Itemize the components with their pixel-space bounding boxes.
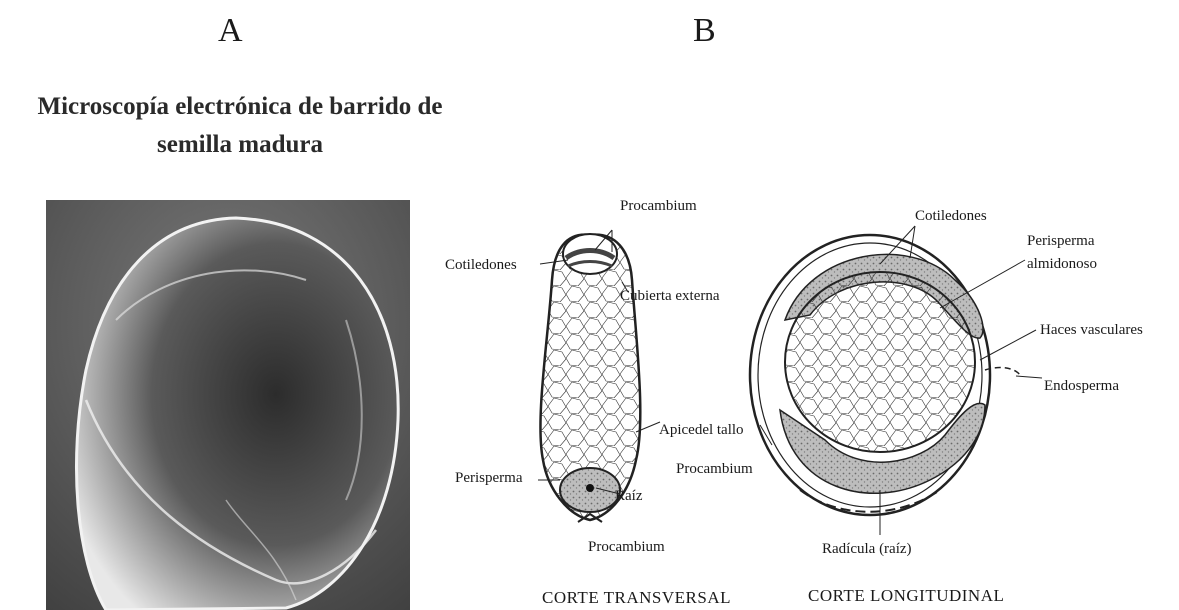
label-perisperma-transversal: Perisperma (455, 470, 523, 486)
panel-a-letter: A (218, 12, 243, 50)
longitudinal-section: Cotiledones Perisperma almidonoso Haces … (676, 208, 1143, 605)
caption-corte-transversal: CORTE TRANSVERSAL (542, 588, 731, 607)
sem-seed-image (46, 200, 410, 610)
sem-seed-micrograph (46, 200, 410, 610)
label-endosperma: Endosperma (1044, 378, 1119, 394)
label-apice-tallo: Apicedel tallo (659, 422, 744, 438)
label-haces-vasculares: Haces vasculares (1040, 322, 1143, 338)
seed-section-diagram: Procambium Cotiledones Cubierta externa … (440, 190, 1179, 610)
label-cubierta-externa: Cubierta externa (620, 288, 720, 304)
transverse-section: Procambium Cotiledones Cubierta externa … (445, 198, 744, 607)
panel-a-title-line1: Microscopía electrónica de barrido de (0, 88, 480, 126)
panel-b-letter: B (693, 12, 716, 50)
panel-a-title: Microscopía electrónica de barrido de se… (0, 88, 480, 164)
label-procambium-longitudinal: Procambium (676, 461, 753, 477)
label-procambium-bottom: Procambium (588, 539, 665, 555)
label-raiz: Raíz (615, 488, 643, 504)
label-radicula: Radícula (raíz) (822, 541, 912, 557)
label-perisperma-1: Perisperma (1027, 233, 1095, 249)
label-cotiledones-longitudinal: Cotiledones (915, 208, 987, 224)
caption-corte-longitudinal: CORTE LONGITUDINAL (808, 586, 1004, 605)
label-cotiledones-transversal: Cotiledones (445, 257, 517, 273)
label-perisperma-2: almidonoso (1027, 256, 1097, 272)
panel-a-title-line2: semilla madura (0, 126, 480, 164)
label-procambium-top: Procambium (620, 198, 697, 214)
